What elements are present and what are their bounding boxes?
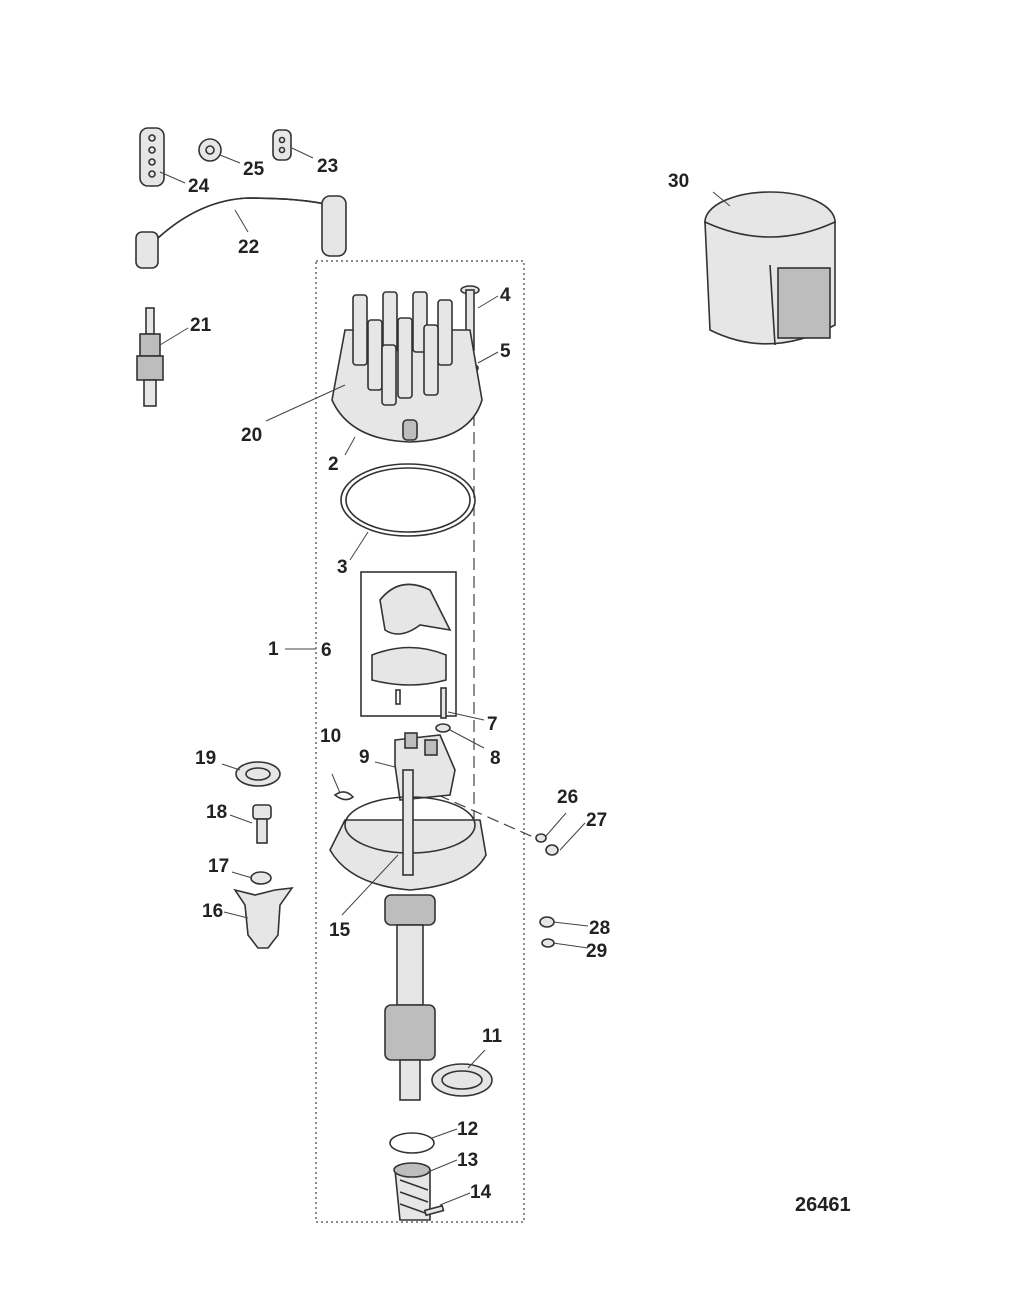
- diagram-reference-number: 26461: [795, 1194, 851, 1216]
- clip-part-10: [333, 791, 355, 801]
- rotor-part-6: [371, 583, 452, 705]
- callout-12: 12: [457, 1119, 478, 1140]
- screw-part-26: [535, 833, 547, 843]
- washer-part-12: [389, 1132, 435, 1154]
- hold-down-clamp-part-16: [233, 886, 294, 949]
- callout-28: 28: [589, 918, 610, 939]
- screw-part-7: [440, 687, 447, 719]
- distributor-cap-part-2: [331, 291, 483, 443]
- roll-pin-part-14: [423, 1204, 445, 1217]
- washer-part-8: [435, 723, 451, 733]
- washer-hole: [245, 767, 271, 781]
- leader-lines: [159, 147, 731, 1206]
- nut-part-27: [545, 844, 559, 856]
- gasket-hole: [441, 1070, 483, 1090]
- washer-part-17: [250, 871, 272, 885]
- callout-7: 7: [487, 714, 498, 735]
- callout-1: 1: [268, 639, 279, 660]
- callout-26: 26: [557, 787, 578, 808]
- callout-27: 27: [586, 810, 607, 831]
- terminal-strip-part-24: [139, 127, 165, 187]
- callout-4: 4: [500, 285, 511, 306]
- lock-washer-part-25: [198, 138, 222, 162]
- bolt-part-18: [252, 804, 272, 844]
- callout-21: 21: [190, 315, 212, 336]
- alignment-line-2: [437, 794, 541, 841]
- callout-8: 8: [490, 748, 501, 769]
- callout-25: 25: [243, 159, 265, 180]
- distributor-cover-part-30: [704, 191, 836, 346]
- rotor-inset-box: [360, 571, 457, 717]
- callout-10: 10: [320, 726, 341, 747]
- drive-gear-part-13: [393, 1162, 431, 1221]
- callout-14: 14: [470, 1182, 492, 1203]
- callout-13: 13: [457, 1150, 478, 1171]
- callout-11: 11: [482, 1026, 503, 1047]
- callout-5: 5: [500, 341, 511, 362]
- callout-29: 29: [586, 941, 607, 962]
- gasket-part-11: [431, 1063, 493, 1097]
- washer-part-19: [235, 761, 281, 787]
- callout-16: 16: [202, 901, 223, 922]
- callout-18: 18: [206, 802, 227, 823]
- terminal-part-23: [272, 129, 292, 161]
- callout-15: 15: [329, 920, 351, 941]
- nut-part-28: [539, 916, 555, 928]
- callout-6: 6: [321, 640, 332, 661]
- spark-plug-wire-part-22: [135, 195, 347, 269]
- callout-24: 24: [188, 176, 210, 197]
- callout-3: 3: [337, 557, 348, 578]
- nut-part-29: [541, 938, 555, 948]
- callout-9: 9: [359, 747, 370, 768]
- callout-23: 23: [317, 156, 338, 177]
- o-ring-part-3: [340, 463, 476, 537]
- callout-17: 17: [208, 856, 229, 877]
- spark-plug-part-21: [136, 307, 164, 407]
- callout-30: 30: [668, 171, 689, 192]
- callout-19: 19: [195, 748, 216, 769]
- callout-2: 2: [328, 454, 339, 475]
- callout-20: 20: [241, 425, 262, 446]
- distributor-housing-part-15: [329, 769, 487, 1101]
- callout-22: 22: [238, 237, 259, 258]
